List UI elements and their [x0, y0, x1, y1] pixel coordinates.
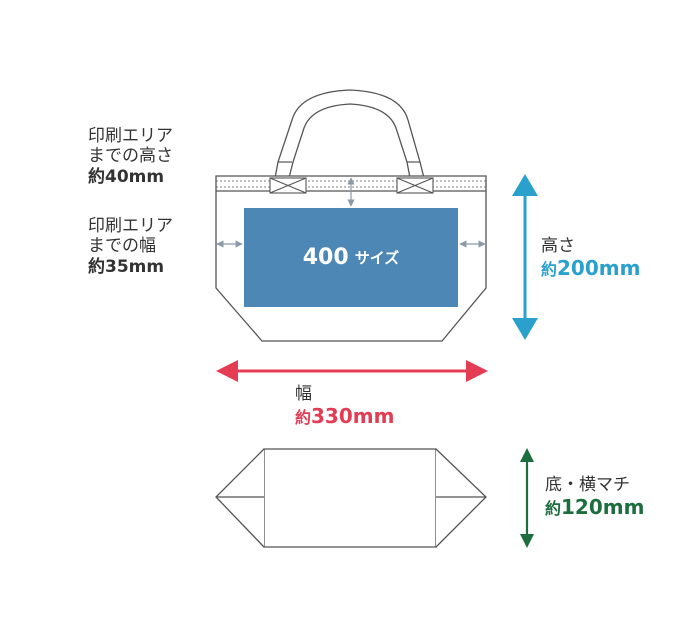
- side-margin-value: 約35mm: [88, 256, 165, 277]
- height-prefix: 約: [541, 260, 558, 280]
- bag-handle: [274, 89, 425, 179]
- height-measure: 約200mm: [541, 256, 640, 280]
- side-margin-line2: までの幅: [88, 236, 156, 257]
- gusset-arrow: [520, 448, 534, 548]
- height-arrow: [512, 174, 538, 340]
- gusset-title: 底・横マチ: [545, 475, 630, 495]
- width-label: 幅 約330mm: [295, 384, 394, 429]
- top-margin-label: 印刷エリア までの高さ 約40mm: [88, 126, 173, 187]
- width-value: 330mm: [311, 404, 395, 429]
- top-margin-value: 約40mm: [88, 166, 165, 187]
- gusset-label: 底・横マチ 約120mm: [545, 475, 644, 520]
- top-margin-line2: までの高さ: [88, 146, 173, 167]
- print-size-number: 400: [302, 245, 349, 270]
- height-title: 高さ: [541, 236, 575, 256]
- gusset-prefix: 約: [545, 499, 562, 519]
- side-margin-line1: 印刷エリア: [88, 216, 173, 236]
- width-measure: 約330mm: [295, 404, 394, 428]
- handle-attachment-left: [269, 177, 307, 194]
- top-margin-line1: 印刷エリア: [88, 126, 173, 146]
- side-margin-label: 印刷エリア までの幅 約35mm: [88, 216, 173, 277]
- width-arrow: [216, 360, 488, 382]
- print-size-label: 400 サイズ: [244, 208, 458, 307]
- handle-attachment-right: [396, 177, 434, 194]
- height-value: 200mm: [557, 256, 641, 281]
- height-label: 高さ 約200mm: [541, 236, 640, 281]
- width-title: 幅: [295, 384, 312, 404]
- bag-bottom-view: [215, 448, 487, 548]
- gusset-value: 120mm: [561, 495, 645, 520]
- print-area: [244, 208, 458, 307]
- width-prefix: 約: [295, 408, 312, 428]
- gusset-measure: 約120mm: [545, 495, 644, 519]
- print-size-suffix: サイズ: [354, 249, 400, 267]
- bag-handle-inner: [288, 103, 411, 179]
